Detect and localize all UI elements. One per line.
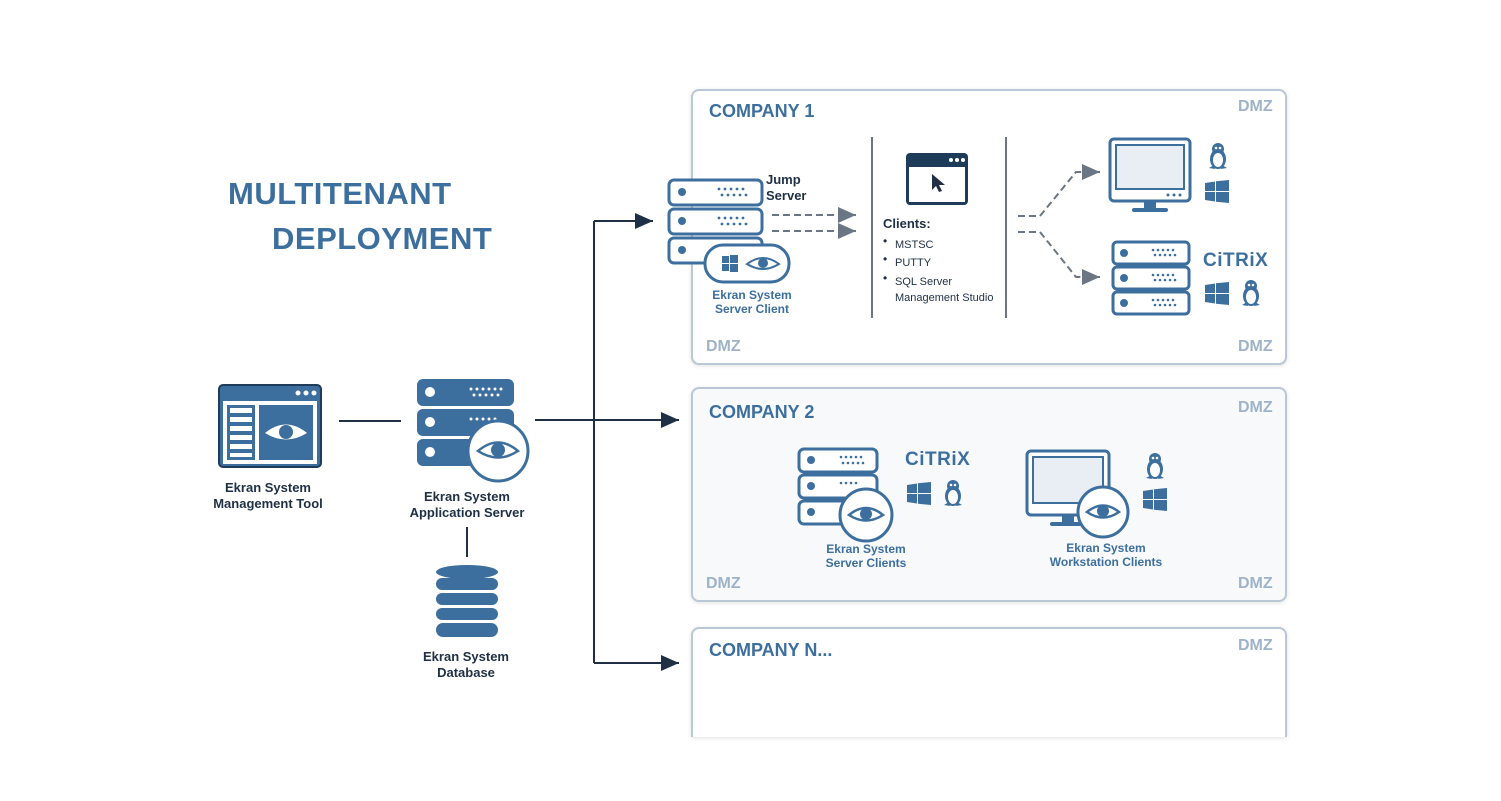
linux-icon <box>944 480 962 506</box>
company-2-dmz-bottom-left: DMZ <box>706 575 741 592</box>
monitor-icon <box>1108 137 1192 212</box>
server-rack-icon <box>1111 240 1191 316</box>
jump-server-icon <box>667 178 791 284</box>
clients-list: MSTSC PUTTY SQL Server Management Studio <box>883 232 1003 306</box>
windows-icon <box>1143 488 1167 511</box>
app-server-label: Ekran System Application Server <box>392 489 542 521</box>
database-label-text: Ekran System Database <box>423 649 509 680</box>
company-1-dmz-top: DMZ <box>1238 98 1273 115</box>
jump-server-label: Jump Server <box>766 172 812 204</box>
monitor-icon <box>1025 449 1130 539</box>
company-1-separator-left <box>871 137 873 318</box>
windows-icon <box>1205 282 1229 305</box>
company-1-title: COMPANY 1 <box>709 101 815 121</box>
company-2-dmz-top: DMZ <box>1238 399 1273 416</box>
company-1-dmz-bottom-right: DMZ <box>1238 338 1273 355</box>
linux-icon <box>1146 453 1164 479</box>
jump-server-label-text: Jump Server <box>766 172 807 203</box>
workstation-clients-label: Ekran System Workstation Clients <box>1036 541 1176 569</box>
management-tool-label: Ekran System Management Tool <box>198 480 338 512</box>
citrix-logo: CiTRiX <box>905 449 971 470</box>
client-item: PUTTY <box>883 250 1003 272</box>
company-n-title: COMPANY N... <box>709 640 833 660</box>
dashed-branch-up <box>1018 164 1100 217</box>
clients-title: Clients: <box>883 216 931 231</box>
client-item: SQL Server Management Studio <box>883 270 1003 306</box>
database-label: Ekran System Database <box>396 649 536 681</box>
server-client-label-text: Ekran System Server Client <box>712 288 792 316</box>
company-2-title: COMPANY 2 <box>709 402 815 422</box>
linux-icon <box>1209 143 1227 169</box>
company-n-box <box>691 627 1287 737</box>
citrix-logo: CiTRiX <box>1203 250 1269 271</box>
windows-icon <box>907 482 931 505</box>
server-rack-icon <box>417 379 530 483</box>
company-2-dmz-bottom-right: DMZ <box>1238 575 1273 592</box>
browser-window-icon <box>218 384 322 468</box>
linux-icon <box>1242 280 1260 306</box>
app-server-label-text: Ekran System Application Server <box>409 489 525 520</box>
company-n-dmz-top: DMZ <box>1238 637 1273 654</box>
server-clients-label: Ekran System Server Clients <box>806 542 926 570</box>
client-item: MSTSC <box>883 232 1003 254</box>
dashed-branch-down <box>1018 231 1100 285</box>
company-1-separator-right <box>1005 137 1007 318</box>
server-client-label: Ekran System Server Client <box>694 288 810 316</box>
diagram-title-line2: DEPLOYMENT <box>272 221 493 256</box>
server-clients-label-text: Ekran System Server Clients <box>825 542 907 570</box>
windows-icon <box>1205 180 1229 203</box>
cursor-icon <box>932 174 945 192</box>
database-icon <box>436 565 498 637</box>
server-rack-icon <box>797 447 894 543</box>
diagram-title-line1: MULTITENANT <box>228 176 452 211</box>
workstation-clients-label-text: Ekran System Workstation Clients <box>1049 541 1163 569</box>
company-1-dmz-bottom-left: DMZ <box>706 338 741 355</box>
company-2-box <box>691 387 1287 602</box>
management-tool-label-text: Ekran System Management Tool <box>213 480 323 511</box>
